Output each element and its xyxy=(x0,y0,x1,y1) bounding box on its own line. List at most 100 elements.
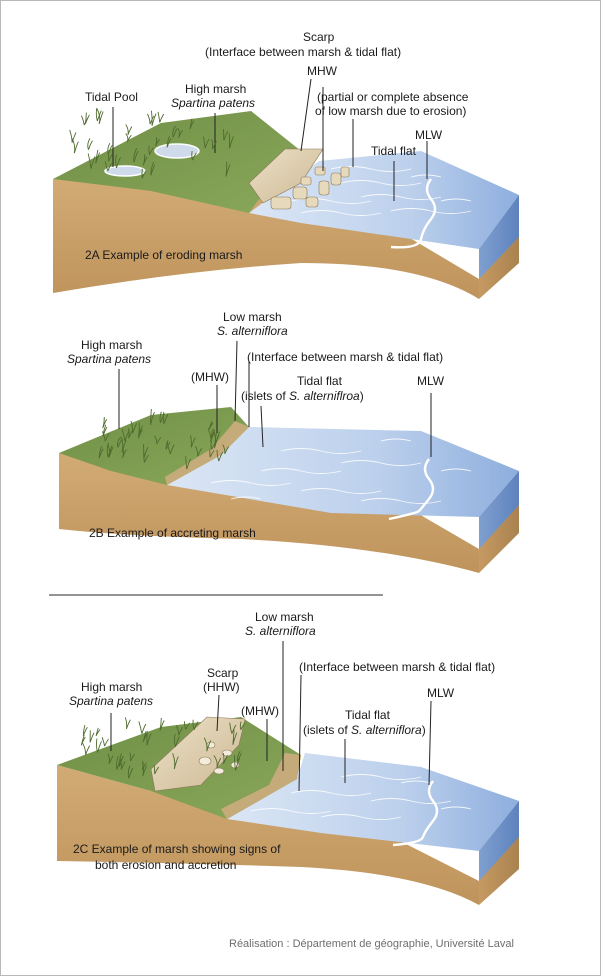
marsh-grass xyxy=(69,107,246,779)
grass-tuft xyxy=(189,118,195,130)
panel-b-islets-prefix: (islets of xyxy=(241,389,289,403)
panel-b-water-ripples xyxy=(210,438,472,504)
grass-tuft xyxy=(177,128,183,139)
grass-tuft xyxy=(207,428,216,439)
grass-tuft xyxy=(190,435,196,448)
panel-c-low-marsh xyxy=(221,753,301,819)
panel-c-caption-line1: 2C Example of marsh showing signs of xyxy=(73,842,281,856)
grass-tuft xyxy=(107,753,114,765)
grass-tuft xyxy=(203,737,212,752)
panel-b-label-high-marsh-species: Spartina patens xyxy=(67,352,151,366)
grass-tuft xyxy=(96,738,102,753)
credit-line: Réalisation : Département de géographie,… xyxy=(229,938,514,950)
grass-tuft xyxy=(174,733,180,748)
panel-c-label-tidal-flat: Tidal flat xyxy=(345,708,391,722)
grass-tuft xyxy=(87,138,93,150)
grass-tuft xyxy=(153,765,160,775)
panel-c-islets-prefix: (islets of xyxy=(303,723,351,737)
panel-c-label-high-marsh: High marsh xyxy=(81,680,142,694)
panel-c-scarp xyxy=(150,716,246,792)
grass-tuft xyxy=(236,751,242,762)
panel-b: Low marsh S. alterniflora High marsh Spa… xyxy=(59,310,519,573)
panel-c: Low marsh S. alterniflora (Interface bet… xyxy=(57,610,519,905)
grass-tuft xyxy=(162,411,169,424)
panel-b-islets-suffix: ) xyxy=(360,389,364,403)
panel-c-caption-line2: both erosion and accretion xyxy=(95,858,236,872)
grass-tuft xyxy=(141,762,148,777)
grass-tuft xyxy=(208,421,214,430)
grass-tuft xyxy=(138,422,143,439)
grass-tuft xyxy=(175,724,184,736)
grass-tuft xyxy=(138,721,147,734)
grass-tuft xyxy=(185,456,192,470)
panel-c-soil-face xyxy=(57,765,479,905)
panel-b-label-mlw: MLW xyxy=(417,374,445,388)
grass-tuft xyxy=(209,448,215,458)
panel-b-label-high-marsh: High marsh xyxy=(81,338,142,352)
grass-tuft xyxy=(127,765,134,779)
grass-tuft xyxy=(81,115,89,126)
grass-tuft xyxy=(159,717,165,731)
panel-a-leaders xyxy=(112,78,428,201)
grass-tuft xyxy=(104,161,113,172)
panel-c-leaders xyxy=(110,641,432,792)
panel-b-caption: 2B Example of accreting marsh xyxy=(89,526,256,540)
panel-c-water xyxy=(227,753,519,851)
grass-tuft xyxy=(98,446,104,459)
panel-a-label-erosion-note-1: (partial or complete absence xyxy=(317,90,469,104)
panel-a-label-scarp: Scarp xyxy=(303,30,335,44)
panel-c-islets-species: S. alterniflora xyxy=(351,723,422,737)
grass-tuft xyxy=(151,110,157,126)
panel-b-label-low-marsh: Low marsh xyxy=(223,310,282,324)
panel-c-label-interface: (Interface between marsh & tidal flat) xyxy=(299,660,495,674)
grass-tuft xyxy=(222,752,228,765)
grass-tuft xyxy=(95,107,102,122)
panel-b-label-interface: (Interface between marsh & tidal flat) xyxy=(247,350,443,364)
panel-c-label-islets: (islets of S. alterniflora) xyxy=(303,723,426,737)
panel-a-marsh xyxy=(53,111,301,213)
grass-tuft xyxy=(124,717,131,730)
grass-tuft xyxy=(141,760,147,771)
panel-a-label-interface: (Interface between marsh & tidal flat) xyxy=(205,45,401,59)
grass-tuft xyxy=(172,125,178,138)
panel-b-label-mhw: (MHW) xyxy=(191,370,229,384)
panel-b-leaders xyxy=(118,340,432,457)
grass-tuft xyxy=(71,138,79,154)
grass-tuft xyxy=(172,753,179,770)
panel-c-label-high-marsh-species: Spartina patens xyxy=(69,694,153,708)
grass-tuft xyxy=(96,108,104,125)
grass-tuft xyxy=(232,729,238,745)
panel-b-label-low-marsh-species: S. alterniflora xyxy=(217,324,288,338)
panel-a-scarp xyxy=(248,148,324,204)
panel-b-islets-species: S. alterniflroa xyxy=(289,389,360,403)
grass-tuft xyxy=(95,727,101,737)
grass-tuft xyxy=(213,755,222,769)
panel-a-label-mlw: MLW xyxy=(415,128,443,142)
grass-tuft xyxy=(216,449,224,462)
grass-tuft xyxy=(120,437,127,453)
grass-tuft xyxy=(101,737,109,747)
panel-a-water xyxy=(249,151,519,249)
panel-b-label-islets: (islets of S. alterniflroa) xyxy=(241,389,364,403)
panel-c-label-scarp: Scarp xyxy=(207,666,239,680)
grass-tuft xyxy=(233,755,240,771)
grass-tuft xyxy=(166,442,175,455)
panel-a-label-tidal-pool: Tidal Pool xyxy=(85,90,138,104)
panel-a-scarp-blocks xyxy=(270,166,350,210)
panel-a-mlw-line xyxy=(390,178,437,249)
panel-a-label-tidal-flat: Tidal flat xyxy=(371,144,417,158)
panel-c-water-ripples xyxy=(250,774,472,820)
panel-c-label-mlw: MLW xyxy=(427,686,455,700)
grass-tuft xyxy=(69,129,77,143)
grass-tuft xyxy=(82,725,88,736)
grass-tuft xyxy=(95,149,101,164)
grass-tuft xyxy=(107,142,113,154)
grass-tuft xyxy=(82,743,91,755)
grass-tuft xyxy=(101,431,110,442)
panel-c-label-hhw: (HHW) xyxy=(203,680,240,694)
panel-c-islets-suffix: ) xyxy=(422,723,426,737)
grass-tuft xyxy=(166,136,172,148)
panel-a-tidal-pool xyxy=(154,143,200,159)
